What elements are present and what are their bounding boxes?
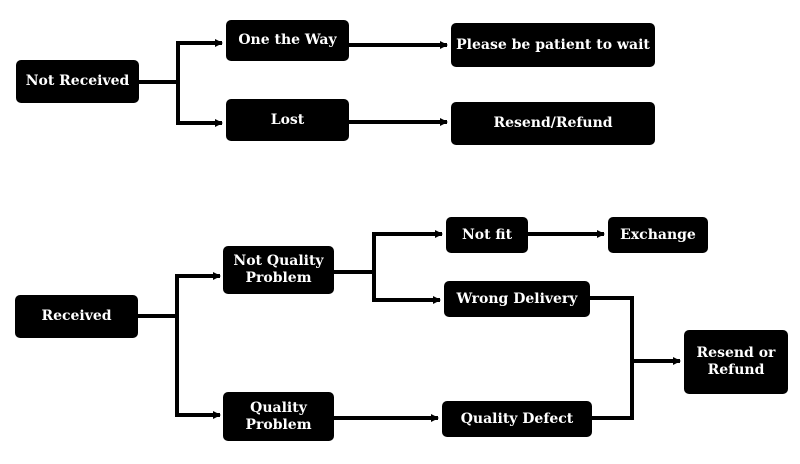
- node-lost: Lost: [226, 99, 349, 141]
- node-on-the-way-label: One the Way: [238, 32, 337, 48]
- node-not-received-label: Not Received: [25, 73, 130, 89]
- connector-received-to-not-quality: [138, 272, 221, 318]
- node-lost-label: Lost: [270, 111, 305, 128]
- node-resend-refund-top: Resend/Refund: [451, 102, 655, 145]
- node-not-quality-problem: Not Quality Problem: [223, 246, 334, 294]
- node-patient-wait: Please be patient to wait: [451, 23, 655, 67]
- node-not-quality-problem-line-2: Problem: [245, 270, 312, 286]
- node-exchange-label: Exchange: [620, 226, 696, 243]
- node-not-fit-label: Not fit: [461, 226, 513, 243]
- node-quality-defect-label: Quality Defect: [460, 410, 574, 427]
- node-wrong-delivery: Wrong Delivery: [444, 281, 590, 317]
- connector-not-quality-to-wrong-delivery: [372, 272, 441, 304]
- node-on-the-way: One the Way: [226, 20, 349, 61]
- node-resend-or-refund-line-1: Resend or: [696, 345, 776, 361]
- node-not-quality-problem-line-1: Not Quality: [233, 253, 324, 269]
- node-patient-wait-label: Please be patient to wait: [456, 36, 650, 53]
- node-quality-problem-line-1: Quality: [250, 399, 307, 416]
- node-quality-defect: Quality Defect: [442, 401, 592, 437]
- node-resend-or-refund: Resend or Refund: [684, 330, 788, 394]
- connector-not-quality-to-not-fit: [334, 230, 443, 274]
- node-quality-problem: Quality Problem: [223, 392, 334, 441]
- node-not-fit: Not fit: [446, 217, 528, 253]
- connector-not-received-to-on-the-way: [139, 39, 223, 84]
- node-quality-problem-line-2: Problem: [245, 416, 312, 433]
- connector-wrong-delivery-merge: [590, 296, 634, 420]
- connector-not-received-to-lost: [176, 82, 223, 127]
- node-resend-or-refund-line-2: Refund: [707, 362, 765, 378]
- node-resend-refund-top-label: Resend/Refund: [493, 115, 613, 131]
- node-wrong-delivery-label: Wrong Delivery: [456, 290, 578, 307]
- node-exchange: Exchange: [608, 217, 708, 253]
- node-received: Received: [15, 295, 138, 338]
- node-received-label: Received: [41, 308, 112, 324]
- node-not-received: Not Received: [16, 60, 139, 103]
- connector-received-to-quality: [175, 316, 221, 419]
